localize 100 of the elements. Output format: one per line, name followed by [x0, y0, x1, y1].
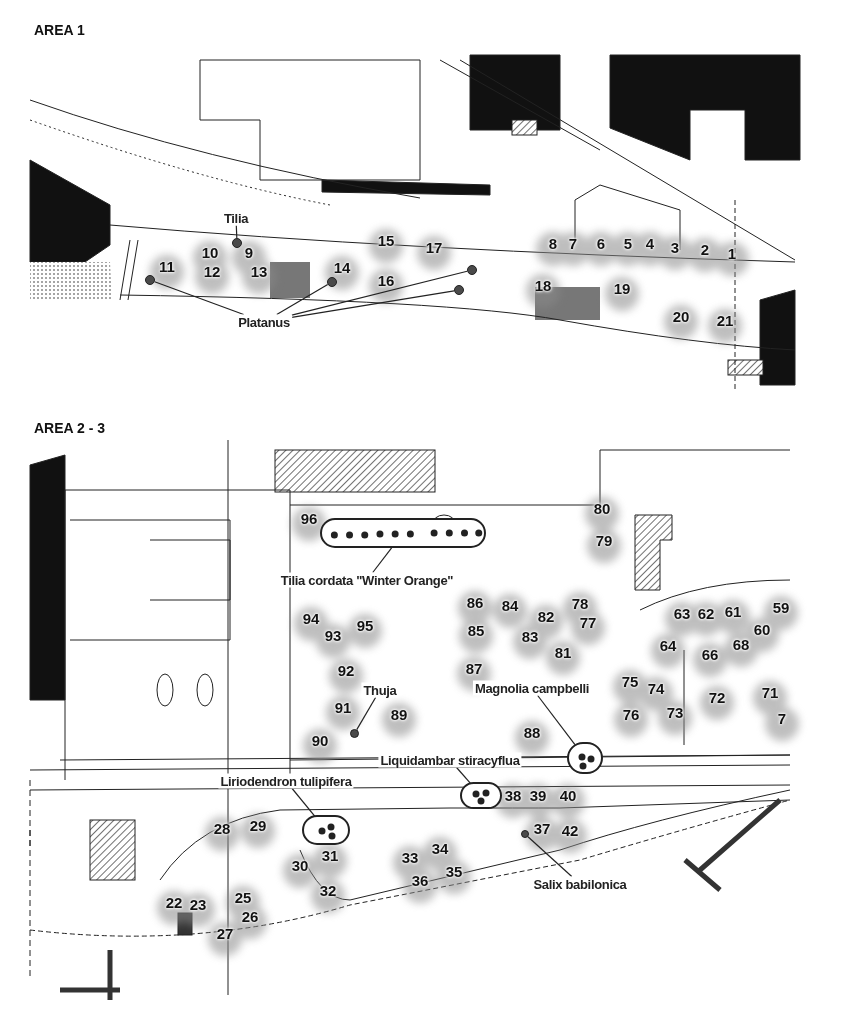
tree-number: 42: [561, 822, 579, 838]
leader-line: [291, 787, 316, 818]
tree-number: 36: [411, 872, 429, 888]
tree-number: 12: [203, 263, 221, 279]
tree-marker: [327, 277, 337, 287]
tree-number: 64: [659, 637, 677, 653]
tree-marker: [232, 238, 242, 248]
tree-number: 21: [716, 312, 734, 328]
tree-number: 75: [621, 673, 639, 689]
tree-number: 1: [727, 245, 737, 261]
area-heading: AREA 2 - 3: [34, 419, 106, 438]
tree-number: 32: [319, 882, 337, 898]
tree-number: 91: [334, 699, 352, 715]
tree-number: 34: [431, 840, 449, 856]
tree-number: 79: [595, 532, 613, 548]
tree-marker: [467, 265, 477, 275]
species-label: Platanus: [236, 314, 292, 330]
tree-number: 85: [467, 622, 485, 638]
leader-line: [291, 290, 455, 319]
tree-group-outline: [302, 815, 350, 845]
tree-number: 18: [534, 277, 552, 293]
tree-number: 37: [533, 820, 551, 836]
tree-marker: [521, 830, 529, 838]
tree-number: 7: [777, 710, 787, 726]
tree-number: 11: [159, 258, 175, 274]
tree-number: 25: [234, 889, 252, 905]
tree-number: 27: [216, 925, 234, 941]
species-label: Magnolia campbelli: [472, 680, 592, 696]
tree-number: 6: [596, 235, 606, 251]
tree-number: 2: [700, 241, 710, 257]
tree-number: 94: [302, 610, 320, 626]
tree-number: 40: [559, 787, 577, 803]
tree-number: 86: [466, 594, 484, 610]
tree-number: 84: [501, 597, 519, 613]
tree-number: 31: [321, 847, 339, 863]
tree-number: 30: [291, 857, 309, 873]
tree-number: 96: [300, 510, 318, 526]
tree-number: 3: [670, 239, 680, 255]
tree-marker: [145, 275, 155, 285]
tree-number: 95: [356, 617, 374, 633]
tree-number: 60: [753, 621, 771, 637]
tree-number: 22: [165, 894, 183, 910]
tree-group-outline: [460, 782, 502, 809]
tree-marker: [350, 729, 359, 738]
tree-number: 93: [324, 627, 342, 643]
tree-number: 7: [568, 235, 578, 251]
tree-number: 77: [579, 614, 597, 630]
tree-number: 38: [504, 787, 522, 803]
species-label: Liriodendron tulipifera: [218, 773, 354, 789]
leader-line: [455, 766, 472, 785]
tree-number: 16: [377, 272, 395, 288]
tree-number: 87: [465, 660, 483, 676]
tree-number: 17: [425, 239, 443, 255]
tree-number: 26: [241, 908, 259, 924]
tree-number: 5: [623, 235, 633, 251]
tree-number: 8: [548, 235, 558, 251]
tree-group-outline: [320, 518, 486, 548]
tree-number: 9: [244, 244, 254, 260]
tree-number: 63: [673, 605, 691, 621]
tree-number: 4: [645, 235, 655, 251]
tree-number: 81: [554, 644, 572, 660]
species-label: Thuja: [361, 682, 399, 698]
tree-number: 61: [724, 603, 742, 619]
tree-number: 28: [213, 820, 231, 836]
tree-number: 82: [537, 608, 555, 624]
tree-number: 20: [672, 308, 690, 324]
leader-line: [235, 224, 238, 239]
tree-number: 33: [401, 849, 419, 865]
tree-number: 13: [250, 263, 268, 279]
tree-number: 76: [622, 706, 640, 722]
tree-number: 68: [732, 636, 750, 652]
tree-marker: [454, 285, 464, 295]
tree-number: 88: [523, 724, 541, 740]
tree-number: 35: [445, 863, 463, 879]
area-heading: AREA 1: [34, 21, 85, 40]
tree-number: 59: [772, 599, 790, 615]
tree-number: 71: [761, 684, 779, 700]
tree-number: 66: [701, 646, 719, 662]
leader-line: [356, 696, 377, 731]
tree-number: 89: [390, 706, 408, 722]
tree-number: 80: [593, 500, 611, 516]
species-label: Tilia cordata "Winter Orange": [278, 572, 456, 588]
tree-number: 14: [333, 259, 351, 275]
tree-number: 39: [529, 787, 547, 803]
tree-number: 83: [521, 628, 539, 644]
leader-line: [372, 547, 393, 574]
leader-line: [276, 283, 329, 316]
leader-line: [527, 836, 573, 878]
tree-number: 92: [337, 662, 355, 678]
leader-line: [154, 281, 245, 316]
tree-number: 23: [189, 896, 207, 912]
tree-number: 72: [708, 689, 726, 705]
tree-number: 78: [571, 595, 589, 611]
tree-group-outline: [567, 742, 603, 774]
tree-number: 90: [311, 732, 329, 748]
leader-line: [291, 270, 468, 316]
tree-number: 73: [666, 704, 684, 720]
tree-number: 15: [377, 232, 395, 248]
tree-number: 62: [697, 605, 715, 621]
tree-number: 29: [249, 817, 267, 833]
